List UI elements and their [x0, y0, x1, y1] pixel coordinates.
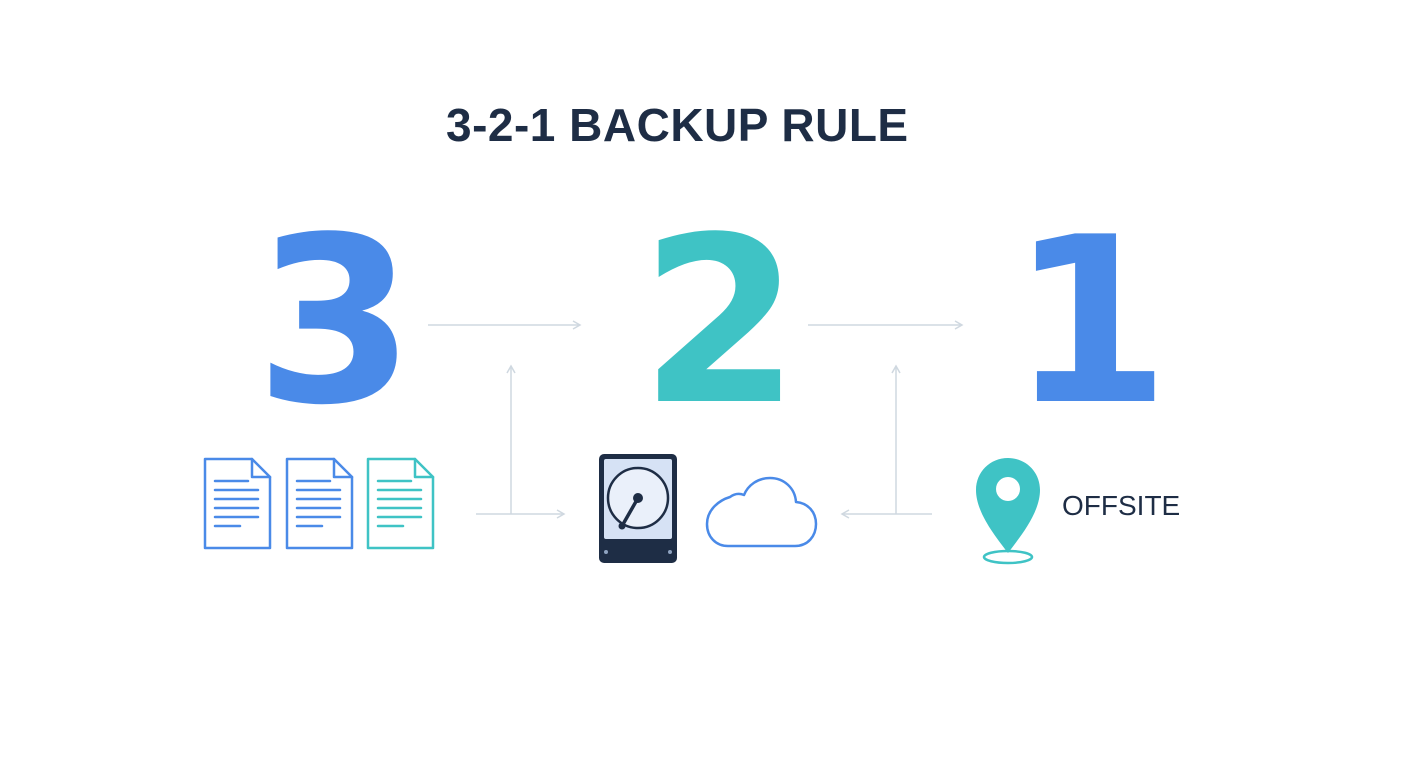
step-3-digit: 3: [255, 189, 416, 456]
document-icon: [366, 457, 435, 550]
step-2-digit: 2: [640, 189, 801, 456]
document-icon: [203, 457, 272, 550]
document-icon: [285, 457, 354, 550]
step-1-digit: 1: [1010, 189, 1171, 456]
diagram-title: 3-2-1 BACKUP RULE: [446, 99, 909, 151]
cloud-icon: [705, 476, 818, 548]
connectors: [428, 320, 964, 519]
hard-drive-icon: [599, 454, 677, 563]
offsite-label: OFFSITE: [1062, 490, 1181, 521]
location-pin-icon: [976, 458, 1040, 565]
